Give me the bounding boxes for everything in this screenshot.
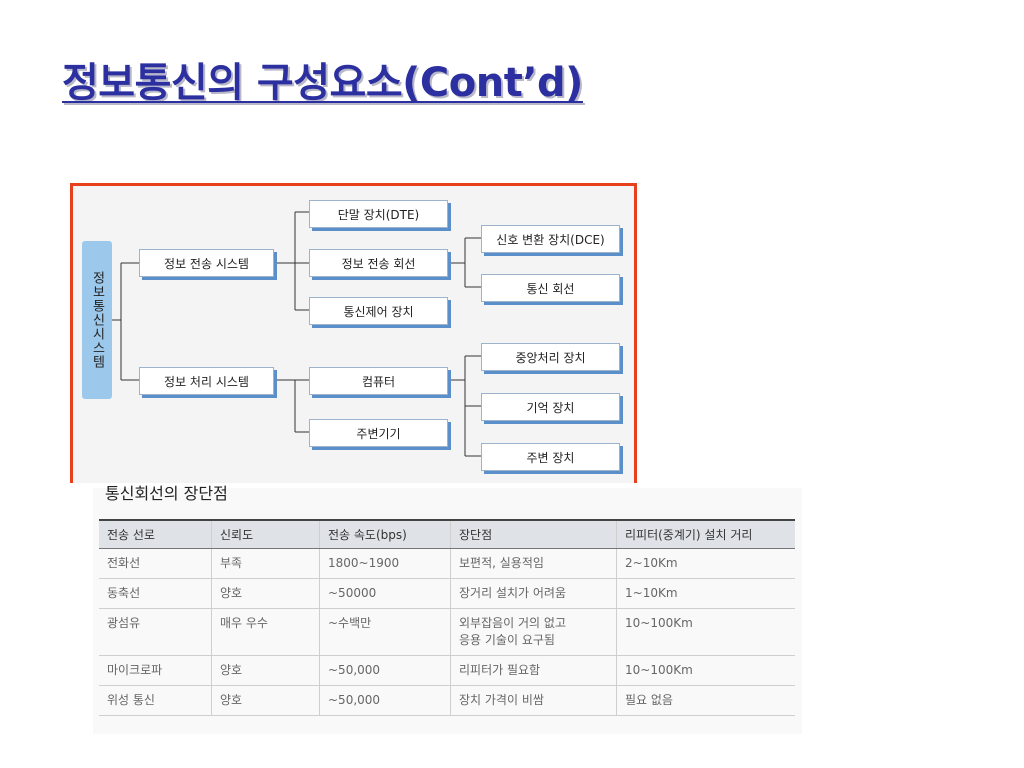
- table-cell: 전화선: [99, 548, 212, 579]
- table-row: 광섬유 매우 우수 ~수백만 외부잡음이 거의 없고 응용 기술이 요구됨 10…: [99, 608, 795, 656]
- table-row: 동축선 양호 ~50000 장거리 설치가 어려움 1~10Km: [99, 578, 795, 609]
- table-cell: 장거리 설치가 어려움: [450, 578, 617, 609]
- comparison-table-panel: 전송 선로 신뢰도 전송 속도(bps) 장단점 리피터(중계기) 설치 거리 …: [93, 488, 802, 734]
- page-title: 정보통신의 구성요소(Cont’d): [62, 60, 583, 106]
- node-label: 통신 회선: [526, 281, 575, 296]
- node-cpu: 중앙처리 장치: [481, 343, 620, 371]
- table-cell: 장치 가격이 비쌈: [450, 685, 617, 716]
- table-cell: 1800~1900: [319, 548, 451, 579]
- table-cell: 양호: [211, 655, 320, 686]
- node-label: 정보 전송 시스템: [164, 256, 249, 271]
- connector-lines: [112, 211, 481, 457]
- node-control-unit: 통신제어 장치: [309, 297, 448, 325]
- table-header-cell: 신뢰도: [211, 519, 320, 549]
- node-dce: 신호 변환 장치(DCE): [481, 225, 620, 253]
- table-cell: 필요 없음: [616, 685, 795, 716]
- comparison-table: 전송 선로 신뢰도 전송 속도(bps) 장단점 리피터(중계기) 설치 거리 …: [99, 519, 795, 716]
- table-row: 전화선 부족 1800~1900 보편적, 실용적임 2~10Km: [99, 548, 795, 579]
- table-header-cell: 전송 선로: [99, 519, 212, 549]
- table-cell-line: 외부잡음이 거의 없고: [459, 616, 566, 630]
- node-computer: 컴퓨터: [309, 367, 448, 395]
- table-cell: 보편적, 실용적임: [450, 548, 617, 579]
- table-cell: 매우 우수: [211, 608, 320, 656]
- table-cell: 마이크로파: [99, 655, 212, 686]
- table-cell: 10~100Km: [616, 655, 795, 686]
- table-cell: ~50000: [319, 578, 451, 609]
- node-peripheral-device: 주변기기: [309, 419, 448, 447]
- node-transmission-system: 정보 전송 시스템: [139, 249, 274, 277]
- node-label: 기억 장치: [526, 400, 575, 415]
- table-cell: 1~10Km: [616, 578, 795, 609]
- node-label: 컴퓨터: [361, 374, 396, 389]
- node-label: 주변기기: [356, 426, 401, 441]
- table-cell: ~수백만: [319, 608, 451, 656]
- table-cell: 2~10Km: [616, 548, 795, 579]
- table-header-cell: 전송 속도(bps): [319, 519, 451, 549]
- table-header-cell: 장단점: [450, 519, 617, 549]
- table-cell: 10~100Km: [616, 608, 795, 656]
- node-label: 신호 변환 장치(DCE): [496, 232, 605, 247]
- node-dte: 단말 장치(DTE): [309, 200, 448, 228]
- table-cell: 리피터가 필요함: [450, 655, 617, 686]
- node-comm-line: 통신 회선: [481, 274, 620, 302]
- table-cell: 양호: [211, 578, 320, 609]
- table-cell: 위성 통신: [99, 685, 212, 716]
- node-label: 중앙처리 장치: [515, 350, 586, 365]
- node-processing-system: 정보 처리 시스템: [139, 367, 274, 395]
- table-header-row: 전송 선로 신뢰도 전송 속도(bps) 장단점 리피터(중계기) 설치 거리: [99, 519, 795, 549]
- node-transmission-line: 정보 전송 회선: [309, 249, 448, 277]
- node-label: 통신제어 장치: [343, 304, 414, 319]
- table-row: 마이크로파 양호 ~50,000 리피터가 필요함 10~100Km: [99, 655, 795, 686]
- table-cell: 외부잡음이 거의 없고 응용 기술이 요구됨: [450, 608, 617, 656]
- root-node-label: 정보통신시스템: [89, 271, 105, 369]
- table-cell: ~50,000: [319, 655, 451, 686]
- node-label: 정보 전송 회선: [341, 256, 416, 271]
- table-cell: ~50,000: [319, 685, 451, 716]
- table-cell: 광섬유: [99, 608, 212, 656]
- table-cell: 양호: [211, 685, 320, 716]
- table-row: 위성 통신 양호 ~50,000 장치 가격이 비쌈 필요 없음: [99, 685, 795, 716]
- node-label: 단말 장치(DTE): [337, 207, 420, 222]
- node-peripheral: 주변 장치: [481, 443, 620, 471]
- node-label: 주변 장치: [526, 450, 575, 465]
- table-caption: 통신회선의 장단점: [105, 484, 228, 503]
- root-node: 정보통신시스템: [82, 241, 112, 399]
- table-cell: 동축선: [99, 578, 212, 609]
- table-cell: 부족: [211, 548, 320, 579]
- system-tree-diagram: 정보통신시스템 정보 전송 시스템 정보 처리 시스템 단말 장치(DTE) 정…: [70, 183, 637, 483]
- node-label: 정보 처리 시스템: [164, 374, 249, 389]
- table-header-cell: 리피터(중계기) 설치 거리: [616, 519, 795, 549]
- table-cell-line: 응용 기술이 요구됨: [459, 633, 555, 647]
- node-memory: 기억 장치: [481, 393, 620, 421]
